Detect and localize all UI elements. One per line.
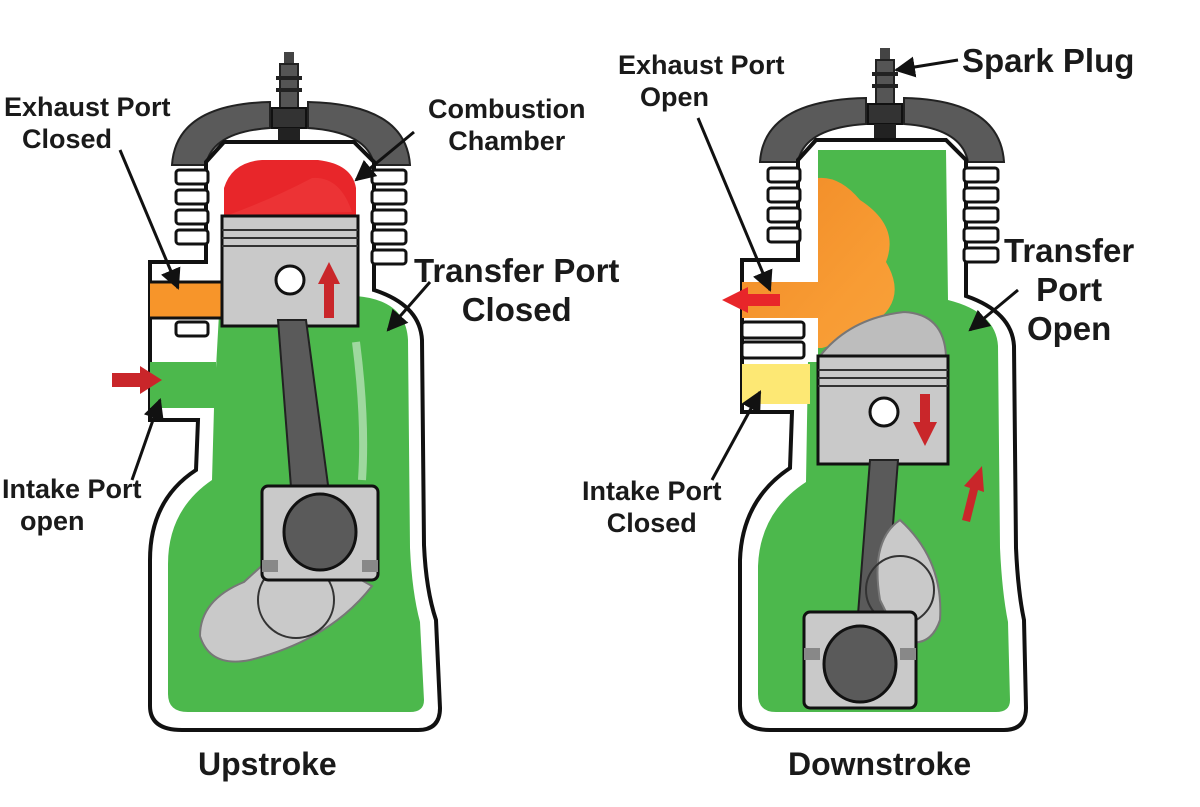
cooling-fins-left-b	[370, 168, 408, 266]
piston-down-arrow-right	[913, 394, 937, 446]
spark-plug-label: Spark Plug	[962, 42, 1135, 79]
intake-port-right	[742, 364, 810, 404]
big-end-right	[802, 610, 918, 710]
upstroke-caption: Upstroke	[198, 746, 337, 782]
transfer-port-open-label: Transfer Port Open	[1004, 232, 1135, 347]
exhaust-port-left	[150, 282, 222, 318]
cooling-fins-right-b	[962, 166, 1000, 264]
downstroke-engine	[722, 48, 1029, 732]
downstroke-caption: Downstroke	[788, 746, 972, 782]
piston-up-arrow-left	[318, 262, 340, 318]
intake-flow-arrow-left	[112, 366, 162, 394]
big-end-left	[260, 484, 380, 582]
exhaust-gas-right	[742, 177, 895, 348]
transfer-port-closed-label: Transfer Port Closed	[414, 252, 620, 328]
spark-plug-left	[271, 52, 307, 142]
cooling-fins-right-a	[740, 166, 806, 360]
combustion-chamber-label: Combustion Chamber	[428, 94, 586, 156]
exhaust-flow-arrow-right	[722, 287, 780, 313]
piston-left	[220, 214, 360, 328]
leader-lines	[118, 56, 1019, 481]
exhaust-port-closed-label: Exhaust Port Closed	[4, 92, 171, 154]
cooling-fins-left-a	[174, 168, 210, 338]
cylinder-head-right	[758, 96, 1006, 163]
transfer-passage-left	[352, 341, 368, 481]
transfer-flow-arrow-right	[962, 466, 984, 522]
exhaust-port-open-label: Exhaust Port Open	[618, 50, 785, 112]
spark-plug-right	[867, 48, 903, 150]
cylinder-head-left	[170, 100, 412, 166]
intake-port-open-label: Intake Port open	[2, 474, 142, 536]
upstroke-engine	[112, 52, 443, 732]
intake-port-closed-label: Intake Port Closed	[582, 476, 722, 538]
